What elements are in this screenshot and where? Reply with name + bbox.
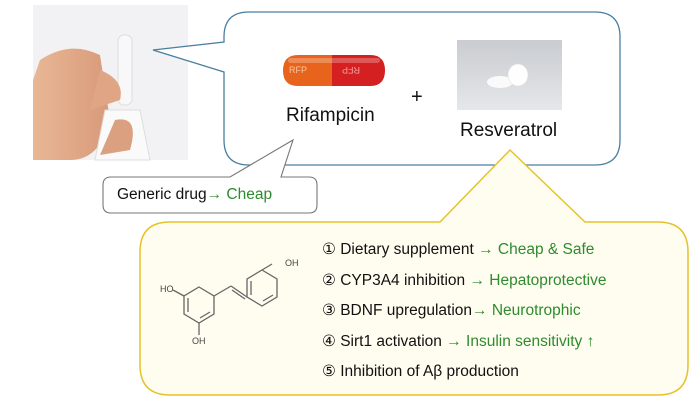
list-item: ③ BDNF upregulation→ Neurotrophic [322,302,581,319]
oh-left: HO [160,284,174,294]
capsule-text-left: RFP [289,65,307,75]
oh-bottom: OH [192,336,206,346]
rifampicin-label: Rifampicin [286,105,375,126]
list-item: ① Dietary supplement → Cheap & Safe [322,241,595,258]
yellow-speech-bubble [139,148,689,396]
list-item: ④ Sirt1 activation → Insulin sensitivity… [322,333,595,350]
plus-sign: + [411,86,423,108]
rifampicin-capsule-icon [283,55,385,86]
resveratrol-structure-icon [172,263,278,335]
generic-note-bubble [102,138,318,214]
generic-note-result: Cheap [226,186,273,203]
list-item: ⑤ Inhibition of Aβ production [322,363,519,380]
generic-note: Generic drug→ Cheap [117,186,272,204]
capsule-text-right: RFP [342,65,360,75]
generic-note-text: Generic drug [117,186,207,203]
list-item: ② CYP3A4 inhibition → Hepatoprotective [322,272,607,289]
resveratrol-tablet-photo [457,40,562,110]
resveratrol-label: Resveratrol [460,120,558,141]
arrow: → [206,186,223,203]
oh-top: OH [285,258,299,268]
nasal-spray-photo [33,5,188,161]
